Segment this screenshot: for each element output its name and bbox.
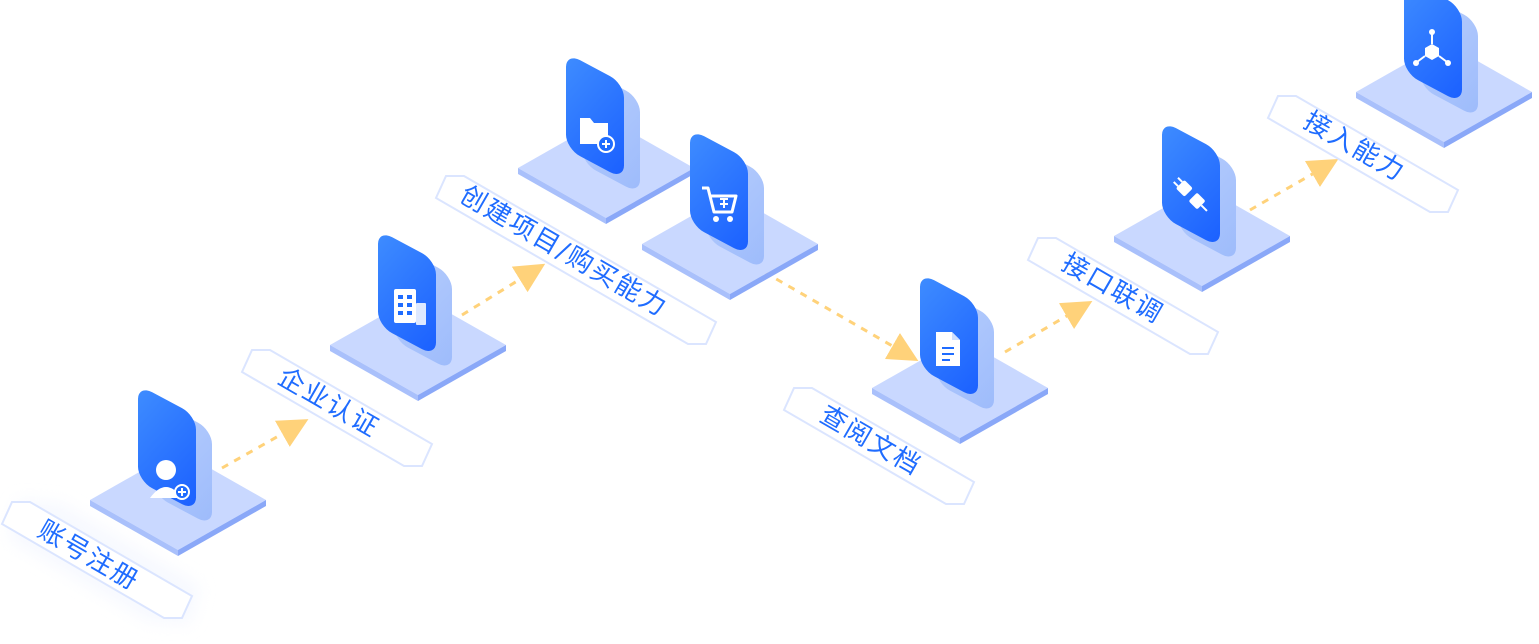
step-2-label: 企业认证 (273, 362, 385, 444)
step-7-platform (1356, 0, 1532, 148)
user-add-icon (150, 460, 190, 500)
connector-2-3 (461, 263, 546, 317)
step-2-platform (330, 235, 506, 401)
step-1-platform (90, 390, 266, 556)
connectors (221, 159, 1339, 470)
document-icon (936, 332, 960, 366)
folder-add-icon (580, 118, 615, 153)
connector-5-6 (1004, 300, 1093, 354)
shopping-cart-icon (702, 186, 738, 222)
step-3-platform (518, 58, 694, 224)
step-6-platform (1114, 126, 1290, 292)
step-4-platform (642, 134, 818, 300)
building-icon (394, 289, 426, 325)
connector-1-2 (221, 419, 309, 470)
plug-icon (1173, 177, 1208, 212)
network-cube-icon (1413, 29, 1451, 66)
connector-6-7 (1249, 159, 1339, 212)
step-5-platform (872, 278, 1048, 444)
connector-4-5 (751, 263, 919, 361)
